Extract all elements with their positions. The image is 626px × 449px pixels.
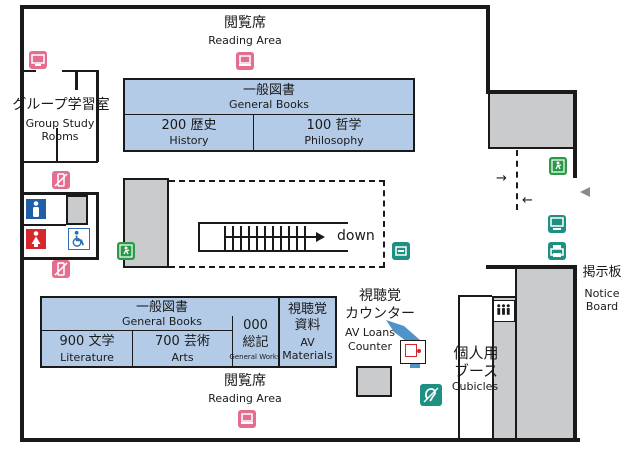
mens-restroom-icon bbox=[26, 199, 46, 219]
no-drinking-icon-upper bbox=[52, 171, 70, 189]
emergency-exit-icon-right bbox=[549, 157, 567, 175]
philosophy-section-en: Philosophy bbox=[304, 134, 364, 147]
wall-far-right-upper bbox=[573, 90, 577, 178]
group-room-inner-wall bbox=[56, 128, 58, 162]
cubicles-ja-2: ブース bbox=[453, 362, 499, 380]
av-materials-ja-2: 資料 bbox=[294, 318, 321, 333]
literature-section-en: Literature bbox=[60, 351, 114, 364]
study-desk-icon-bottom bbox=[238, 410, 256, 428]
copier-icon bbox=[392, 242, 410, 260]
av-materials-en-1: AV bbox=[300, 336, 315, 349]
computer-icon bbox=[29, 51, 47, 69]
notice-board-en-2: Board bbox=[585, 300, 619, 313]
stairs-down-label: down bbox=[337, 228, 375, 244]
group-room-top-wall-b bbox=[62, 70, 98, 72]
group-room-top-wall bbox=[22, 70, 36, 72]
history-section-label: 200 歴史 bbox=[161, 118, 217, 133]
top-shelf-header-en: General Books bbox=[229, 98, 309, 111]
bottom-shelf-divider-2 bbox=[232, 316, 233, 366]
philosophy-section-label: 100 哲学 bbox=[306, 118, 362, 133]
group-study-en-2: Rooms bbox=[41, 130, 79, 143]
av-counter-pillar bbox=[356, 366, 392, 397]
av-materials-ja-1: 視聴覚 bbox=[287, 302, 327, 317]
elevator-icon bbox=[493, 300, 515, 322]
av-materials-en-2: Materials bbox=[282, 349, 333, 362]
stairwell-wall bbox=[198, 222, 348, 252]
entrance-arrow-in: → bbox=[496, 171, 507, 186]
wall-bottom bbox=[20, 438, 580, 442]
general-works-ja: 総記 bbox=[242, 335, 269, 350]
bottom-shelf-rule bbox=[42, 330, 232, 331]
av-counter-ja-1: 視聴覚 bbox=[359, 288, 401, 304]
accessible-restroom-icon bbox=[68, 228, 90, 250]
av-entry-dot bbox=[417, 349, 421, 353]
group-room-wall-b bbox=[96, 70, 99, 162]
entrance-arrow-out: ← bbox=[522, 193, 533, 208]
top-general-books-shelf: 一般図書 General Books 200 歴史 History 100 哲学… bbox=[123, 78, 415, 152]
hearing-loop-icon bbox=[420, 384, 442, 406]
restroom-wall-bottom bbox=[22, 257, 98, 260]
notice-board-ja: 掲示板 bbox=[582, 265, 622, 280]
bottom-general-books-shelf: 一般図書 General Books 900 文学 Literature 700… bbox=[40, 296, 281, 368]
bottom-shelf-divider-1 bbox=[132, 330, 133, 366]
arts-section-en: Arts bbox=[171, 351, 194, 364]
top-shelf-rule bbox=[125, 114, 413, 115]
entrance-dash-line bbox=[516, 150, 518, 210]
bottom-shelf-header-ja: 一般図書 bbox=[135, 300, 188, 315]
reading-area-bottom-ja: 閲覧席 bbox=[224, 373, 266, 389]
right-upper-block bbox=[488, 92, 575, 149]
av-entry-arrow-icon bbox=[405, 344, 417, 357]
reading-area-bottom-en: Reading Area bbox=[208, 392, 282, 405]
group-study-ja: グループ学習室 bbox=[12, 97, 110, 113]
reading-area-top-en: Reading Area bbox=[208, 34, 282, 47]
cubicle-area-top-wall bbox=[458, 295, 492, 297]
literature-section-label: 900 文学 bbox=[59, 334, 115, 349]
general-works-en: General Works bbox=[229, 353, 281, 361]
no-drinking-icon-lower bbox=[52, 260, 70, 278]
stair-arrow-head bbox=[316, 232, 325, 242]
av-counter-en-1: AV Loans bbox=[345, 326, 395, 339]
wall-right-top bbox=[486, 5, 490, 93]
restroom-wall-right bbox=[96, 192, 99, 260]
opac-terminal-icon bbox=[548, 215, 566, 233]
wall-top bbox=[20, 5, 490, 9]
study-desk-icon bbox=[236, 52, 254, 70]
right-lower-block bbox=[515, 267, 575, 440]
top-shelf-divider bbox=[253, 114, 254, 150]
emergency-exit-icon-left bbox=[117, 242, 135, 260]
group-room-bottom-wall bbox=[22, 161, 98, 163]
notice-board-en-1: Notice bbox=[584, 287, 620, 300]
stairwell-dashed-outline bbox=[169, 180, 385, 268]
cubicle-area-wall bbox=[458, 295, 460, 441]
history-section-en: History bbox=[169, 134, 209, 147]
wall-left bbox=[20, 5, 24, 441]
entrance-triangle-icon bbox=[580, 187, 590, 197]
av-materials-shelf: 視聴覚 資料 AV Materials bbox=[278, 296, 337, 368]
bottom-shelf-header-en: General Books bbox=[122, 315, 202, 328]
av-counter-ja-2: カウンター bbox=[345, 306, 415, 322]
restroom-stall bbox=[66, 195, 88, 225]
printer-icon bbox=[548, 242, 566, 260]
stair-arrow-line bbox=[224, 236, 318, 238]
stair-steps bbox=[224, 226, 312, 250]
restroom-wall-top bbox=[22, 192, 98, 195]
arts-section-label: 700 芸術 bbox=[155, 334, 210, 349]
group-room-wall-a bbox=[75, 70, 78, 90]
cubicles-en: Cubicles bbox=[451, 380, 499, 393]
wall-far-right-lower bbox=[573, 265, 577, 441]
restroom-wall-mid bbox=[22, 224, 66, 226]
top-shelf-header-ja: 一般図書 bbox=[242, 83, 295, 98]
reading-area-top-ja: 閲覧席 bbox=[224, 15, 266, 31]
group-study-en-1: Group Study bbox=[25, 117, 95, 130]
general-works-code: 000 bbox=[243, 318, 268, 333]
womens-restroom-icon bbox=[26, 229, 46, 249]
cubicles-ja-1: 個人用 bbox=[453, 344, 499, 362]
av-counter-en-2: Counter bbox=[348, 340, 392, 353]
